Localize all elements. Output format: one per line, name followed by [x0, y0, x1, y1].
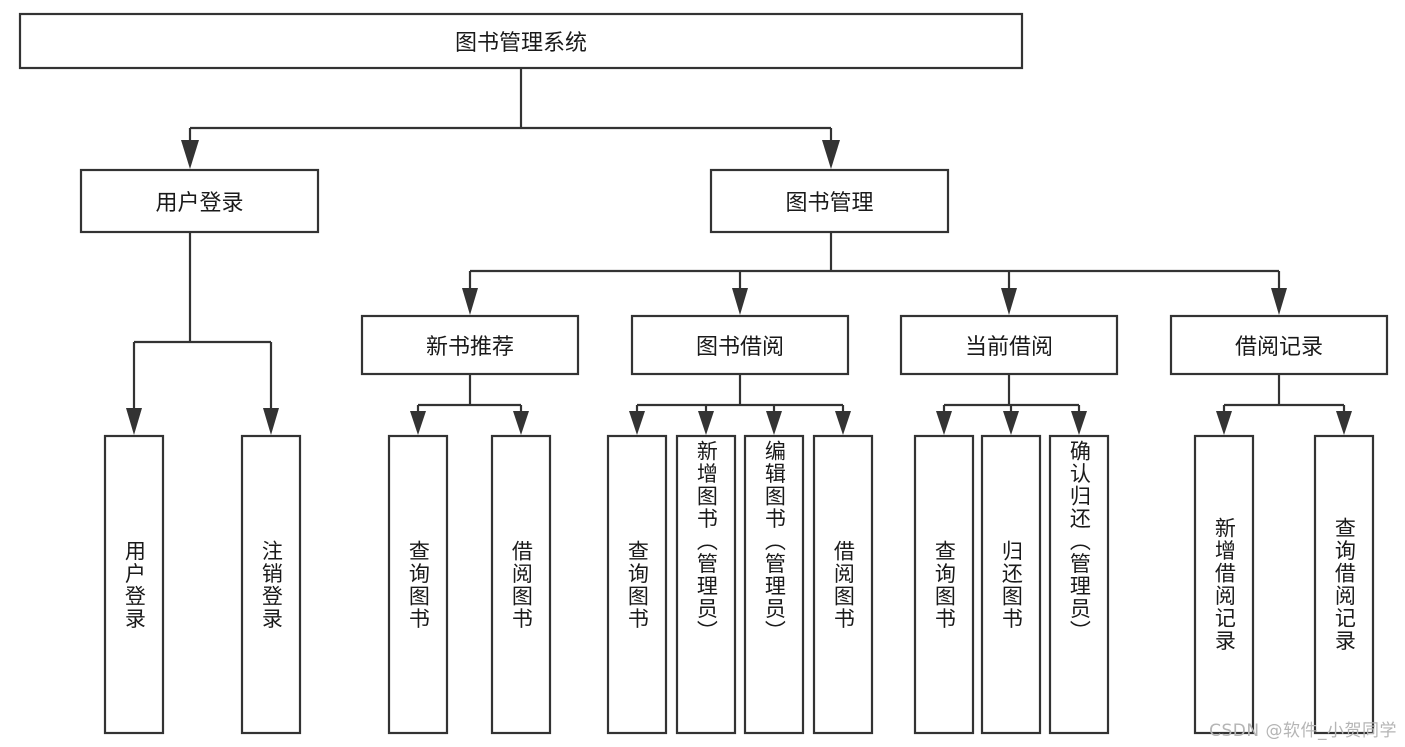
node-box-leaf-user-login-1[interactable]	[240, 434, 302, 735]
node-box-leaf-borrow-record-0[interactable]	[1193, 434, 1255, 735]
arrow-head-icon	[1003, 411, 1019, 435]
arrow-head-icon	[1071, 411, 1087, 435]
arrow-head-icon	[1216, 411, 1232, 435]
arrow-head-icon	[822, 140, 840, 169]
node-box-leaf-new-book-1[interactable]	[490, 434, 552, 735]
arrow-head-icon	[1336, 411, 1352, 435]
node-box-leaf-borrow-record-1[interactable]	[1313, 434, 1375, 735]
connector-currentborrow-to-leaves	[936, 374, 1087, 435]
arrow-head-icon	[629, 411, 645, 435]
connector-bookborrow-to-leaves	[629, 374, 851, 435]
node-box-root[interactable]	[18, 12, 1024, 70]
node-box-leaf-book-borrow-2[interactable]	[743, 434, 805, 735]
node-box-current-borrow[interactable]	[899, 314, 1119, 376]
arrow-head-icon	[410, 411, 426, 435]
node-box-leaf-current-borrow-2[interactable]	[1048, 434, 1110, 735]
connector-userlogin-to-leaves	[126, 232, 279, 435]
arrow-head-icon	[1271, 288, 1287, 315]
arrow-head-icon	[1001, 288, 1017, 315]
node-box-book-management[interactable]	[709, 168, 950, 234]
arrow-head-icon	[181, 140, 199, 169]
node-box-leaf-new-book-0[interactable]	[387, 434, 449, 735]
connector-borrowrecord-to-leaves	[1216, 374, 1352, 435]
arrow-head-icon	[698, 411, 714, 435]
connector-bookmgmt-to-level3	[462, 232, 1287, 315]
connector-newbook-to-leaves	[410, 374, 529, 435]
arrow-head-icon	[835, 411, 851, 435]
node-box-leaf-user-login-0[interactable]	[103, 434, 165, 735]
arrow-head-icon	[126, 408, 142, 435]
node-box-leaf-book-borrow-0[interactable]	[606, 434, 668, 735]
node-box-leaf-current-borrow-1[interactable]	[980, 434, 1042, 735]
arrow-head-icon	[462, 288, 478, 315]
node-box-new-book-recommend[interactable]	[360, 314, 580, 376]
arrow-head-icon	[263, 408, 279, 435]
node-box-user-login[interactable]	[79, 168, 320, 234]
watermark: CSDN @软件_小贺同学	[1209, 721, 1397, 741]
node-box-book-borrow[interactable]	[630, 314, 850, 376]
arrow-head-icon	[732, 288, 748, 315]
node-box-leaf-book-borrow-1[interactable]	[675, 434, 737, 735]
node-box-leaf-current-borrow-0[interactable]	[913, 434, 975, 735]
node-box-borrow-record[interactable]	[1169, 314, 1389, 376]
arrow-head-icon	[936, 411, 952, 435]
arrow-head-icon	[513, 411, 529, 435]
arrow-head-icon	[766, 411, 782, 435]
node-box-leaf-book-borrow-3[interactable]	[812, 434, 874, 735]
connector-root-to-level2	[181, 68, 840, 169]
